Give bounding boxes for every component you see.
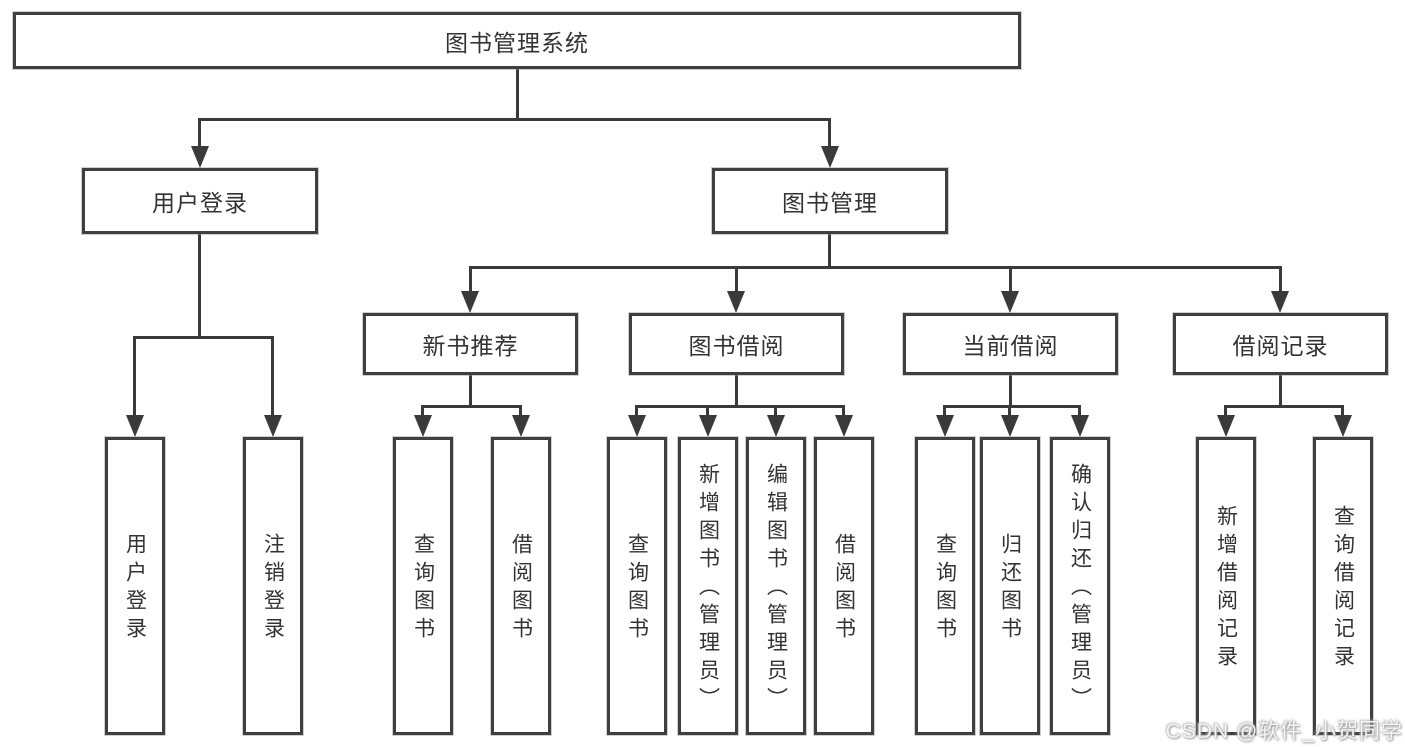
leaf-borrow-books-recommend: 借阅图书	[491, 437, 551, 735]
arrow-down-icon	[414, 415, 432, 437]
leaf-edit-books-admin: 编辑图书（管理员）	[746, 437, 806, 735]
connector-line	[469, 266, 472, 294]
connector-line	[198, 118, 201, 148]
connector-line	[198, 118, 831, 121]
connector-line	[1279, 266, 1282, 294]
leaf-search-books-current: 查询图书	[915, 437, 975, 735]
connector-line	[469, 375, 472, 408]
arrow-down-icon	[126, 415, 144, 437]
arrow-down-icon	[767, 415, 785, 437]
node-user-login: 用户登录	[82, 168, 318, 234]
leaf-add-books-admin: 新增图书（管理员）	[678, 437, 738, 735]
connector-line	[469, 266, 1282, 269]
leaf-confirm-return-admin: 确认归还（管理员）	[1050, 437, 1110, 735]
node-current-borrowing: 当前借阅	[903, 313, 1118, 375]
leaf-search-borrow-record: 查询借阅记录	[1313, 437, 1373, 735]
connector-line	[635, 405, 845, 408]
connector-line	[735, 266, 738, 294]
arrow-down-icon	[1001, 415, 1019, 437]
csdn-watermark: CSDN @软件_小贺同学	[1165, 720, 1403, 743]
connector-line	[1341, 405, 1344, 419]
arrow-down-icon	[1334, 415, 1352, 437]
arrow-down-icon	[191, 146, 209, 168]
connector-line	[198, 234, 201, 339]
connector-line	[943, 405, 1081, 408]
connector-line	[635, 405, 638, 419]
leaf-search-books-borrowing: 查询图书	[607, 437, 667, 735]
connector-line	[1279, 375, 1282, 408]
connector-line	[828, 118, 831, 148]
connector-line	[519, 405, 522, 419]
arrow-down-icon	[835, 415, 853, 437]
arrow-down-icon	[821, 146, 839, 168]
connector-line	[1078, 405, 1081, 419]
arrow-down-icon	[727, 291, 745, 313]
connector-line	[842, 405, 845, 419]
node-library-management-system: 图书管理系统	[13, 12, 1021, 69]
connector-line	[1224, 405, 1344, 408]
arrow-down-icon	[628, 415, 646, 437]
connector-line	[1008, 405, 1011, 419]
node-book-management: 图书管理	[712, 168, 948, 234]
leaf-add-borrow-record: 新增借阅记录	[1196, 437, 1256, 735]
connector-line	[706, 405, 709, 419]
leaf-return-books: 归还图书	[980, 437, 1040, 735]
connector-line	[133, 336, 136, 418]
connector-line	[421, 405, 424, 419]
arrow-down-icon	[461, 291, 479, 313]
arrow-down-icon	[512, 415, 530, 437]
connector-line	[774, 405, 777, 419]
connector-line	[1009, 375, 1012, 408]
leaf-borrow-books-borrowing: 借阅图书	[814, 437, 874, 735]
node-borrowing-records: 借阅记录	[1173, 313, 1388, 375]
connector-line	[943, 405, 946, 419]
leaf-search-books-recommend: 查询图书	[393, 437, 453, 735]
connector-line	[1009, 266, 1012, 294]
leaf-logout-login: 注销登录	[243, 437, 303, 735]
connector-line	[735, 375, 738, 408]
arrow-down-icon	[1071, 415, 1089, 437]
connector-line	[1224, 405, 1227, 419]
connector-line	[516, 69, 519, 121]
arrow-down-icon	[1271, 291, 1289, 313]
arrow-down-icon	[936, 415, 954, 437]
arrow-down-icon	[699, 415, 717, 437]
connector-line	[133, 336, 274, 339]
arrow-down-icon	[1217, 415, 1235, 437]
arrow-down-icon	[1001, 291, 1019, 313]
connector-line	[271, 336, 274, 418]
node-book-borrowing: 图书借阅	[629, 313, 844, 375]
arrow-down-icon	[264, 415, 282, 437]
connector-line	[828, 234, 831, 269]
leaf-user-login: 用户登录	[105, 437, 165, 735]
connector-line	[421, 405, 522, 408]
node-new-book-recommendation: 新书推荐	[363, 313, 578, 375]
